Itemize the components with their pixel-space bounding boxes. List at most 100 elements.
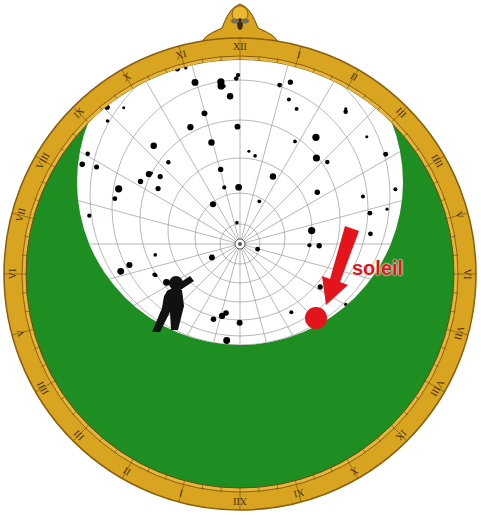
tick xyxy=(34,199,39,201)
star xyxy=(368,231,373,236)
tick xyxy=(114,95,117,99)
star xyxy=(106,119,110,123)
azimuth-line xyxy=(0,244,240,245)
tick xyxy=(220,56,221,61)
star xyxy=(383,152,388,157)
star xyxy=(94,164,99,169)
azimuth-line xyxy=(240,244,241,515)
star xyxy=(87,214,91,218)
tick xyxy=(441,347,446,349)
star xyxy=(313,154,320,161)
star xyxy=(235,221,239,225)
star xyxy=(211,317,217,323)
tick xyxy=(34,347,39,349)
star xyxy=(92,329,99,336)
tick xyxy=(295,46,301,67)
azimuth-line xyxy=(162,244,240,515)
star xyxy=(208,139,214,145)
star xyxy=(155,186,160,191)
azimuth-line xyxy=(28,32,240,244)
tick xyxy=(61,148,65,151)
tick xyxy=(201,58,203,63)
star xyxy=(393,187,397,191)
star xyxy=(117,268,124,275)
tick xyxy=(201,485,203,490)
star xyxy=(277,83,282,88)
star xyxy=(116,318,122,324)
tick xyxy=(42,181,47,183)
azimuth-line xyxy=(240,244,481,394)
tick xyxy=(147,468,149,473)
stars xyxy=(79,63,400,343)
tick xyxy=(347,70,358,89)
tick xyxy=(99,438,102,442)
star xyxy=(102,312,108,318)
azimuth-line xyxy=(90,0,240,244)
sun-label: soleil xyxy=(352,258,403,278)
star xyxy=(103,327,107,331)
star xyxy=(210,201,216,207)
bee xyxy=(231,18,249,30)
star xyxy=(152,272,156,276)
azimuth-line xyxy=(90,244,240,504)
tick xyxy=(330,468,332,473)
tick xyxy=(415,148,419,151)
star xyxy=(237,320,243,326)
tick xyxy=(147,76,149,81)
tick xyxy=(73,425,89,441)
hour-numeral: XI xyxy=(292,487,305,499)
tick xyxy=(313,68,315,73)
star xyxy=(222,185,226,189)
star xyxy=(318,284,323,289)
azimuth-line xyxy=(162,0,240,244)
tick xyxy=(391,107,407,123)
tick xyxy=(22,292,27,293)
star xyxy=(255,247,260,252)
star xyxy=(126,262,132,268)
star xyxy=(105,78,109,82)
star xyxy=(174,66,180,72)
star xyxy=(365,135,368,138)
star xyxy=(235,184,242,191)
tick xyxy=(165,475,167,480)
star xyxy=(85,152,90,157)
tick xyxy=(277,485,279,490)
hour-numeral: XII xyxy=(233,42,247,52)
tick xyxy=(72,133,76,136)
star xyxy=(79,162,85,168)
star xyxy=(316,243,321,248)
tick xyxy=(441,199,446,201)
star xyxy=(122,106,125,109)
tick xyxy=(73,107,89,123)
star xyxy=(158,174,163,179)
star xyxy=(361,333,366,338)
tick xyxy=(451,235,456,237)
star xyxy=(295,107,299,111)
azimuth-line xyxy=(240,244,481,322)
azimuth-line xyxy=(0,244,240,322)
observer xyxy=(152,276,194,332)
star xyxy=(325,160,330,165)
star xyxy=(153,253,157,257)
azimuth-line xyxy=(240,0,390,244)
azimuth-line xyxy=(0,244,240,394)
tick xyxy=(404,412,408,415)
tick xyxy=(220,487,221,492)
hour-numeral: XII xyxy=(233,496,247,506)
star xyxy=(293,140,297,144)
tick xyxy=(453,292,458,293)
tick xyxy=(434,181,439,183)
tick xyxy=(24,235,29,237)
tick xyxy=(363,95,366,99)
tick xyxy=(313,475,315,480)
star xyxy=(150,172,153,175)
tick xyxy=(453,254,458,255)
star xyxy=(343,109,348,114)
star xyxy=(253,154,257,158)
star xyxy=(223,337,230,344)
azimuth-line xyxy=(240,0,318,244)
pivot xyxy=(235,239,245,249)
